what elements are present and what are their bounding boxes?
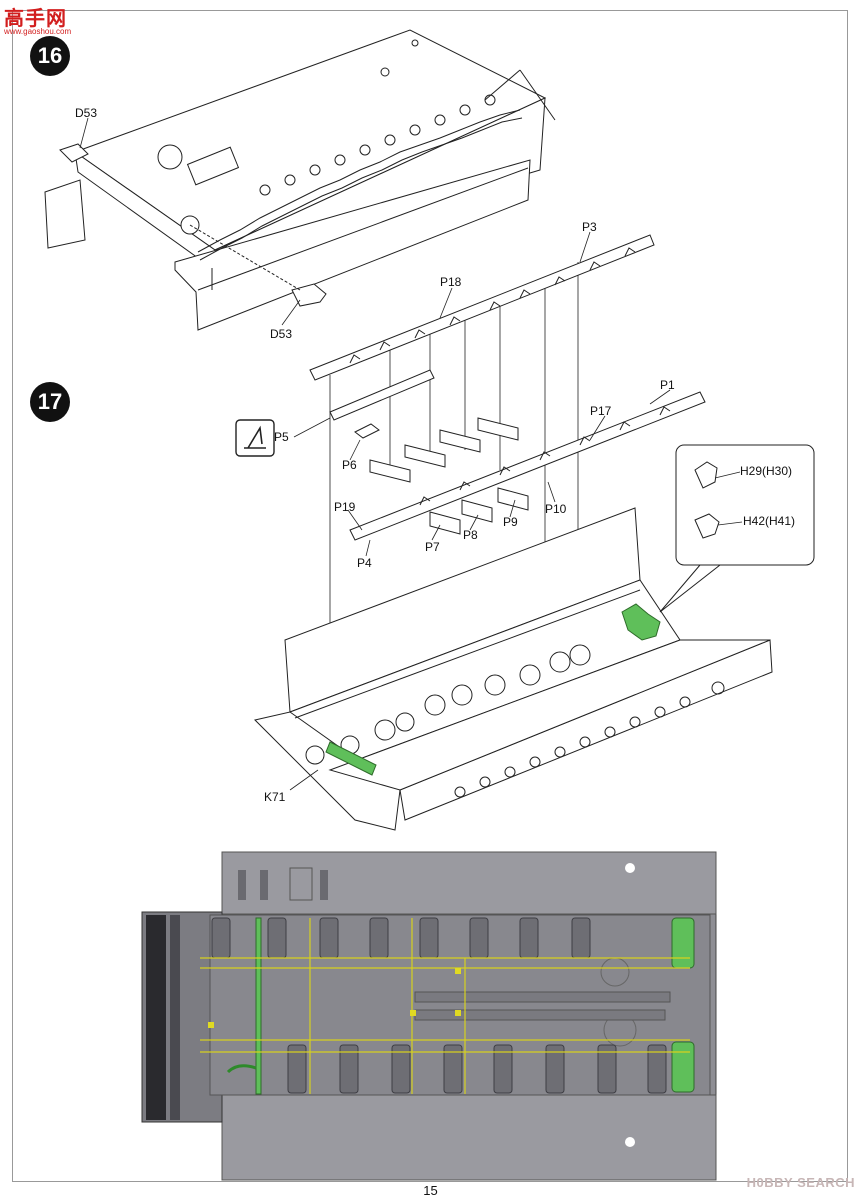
render-green-parts — [226, 917, 695, 1095]
watermark-logo-text: 高手网 — [4, 8, 67, 30]
watermark-logo: 高手网 www.gaoshou.com — [4, 2, 74, 36]
render-yellow-guides — [200, 918, 690, 1094]
glue-icon — [235, 419, 275, 457]
separator-plates — [369, 417, 529, 535]
label-p10: P10 — [545, 502, 567, 516]
page-number: 15 — [423, 1183, 438, 1198]
label-p7: P7 — [425, 540, 440, 554]
hull-render-top-view — [141, 851, 717, 1181]
label-p17: P17 — [590, 404, 612, 418]
leader-lines — [79, 117, 743, 791]
detail-callout — [659, 444, 815, 613]
render-yellow-marks — [208, 968, 461, 1028]
label-p6: P6 — [342, 458, 357, 472]
part-p6 — [354, 423, 380, 439]
label-p9: P9 — [503, 515, 518, 529]
label-p4: P4 — [357, 556, 372, 570]
render-suspension-lower — [287, 1044, 667, 1094]
label-d53-top: D53 — [75, 106, 98, 120]
label-d53-bottom: D53 — [270, 327, 293, 341]
suspension-stations — [305, 644, 591, 765]
label-p8: P8 — [463, 528, 478, 542]
label-h42-h41: H42(H41) — [743, 514, 796, 528]
label-p19: P19 — [334, 500, 356, 514]
part-p1-p17-rail — [349, 391, 706, 541]
watermark-hobbysearch: H0BBY SEARCH — [746, 1175, 855, 1190]
label-p1: P1 — [660, 378, 675, 392]
page-frame — [12, 10, 848, 1182]
render-suspension-upper — [211, 917, 591, 959]
green-parts — [325, 603, 661, 776]
step-17-badge: 17 — [30, 382, 70, 422]
part-p5 — [329, 369, 435, 421]
label-k71: K71 — [264, 790, 286, 804]
label-p3: P3 — [582, 220, 597, 234]
label-p5: P5 — [274, 430, 289, 444]
part-p3-p18-rail — [309, 234, 655, 381]
label-h29-h30: H29(H30) — [740, 464, 793, 478]
upper-hull-drawing — [44, 29, 556, 331]
side-holes — [454, 681, 725, 798]
label-p18: P18 — [440, 275, 462, 289]
watermark-logo-url: www.gaoshou.com — [4, 27, 72, 36]
step-16-badge: 16 — [30, 36, 70, 76]
